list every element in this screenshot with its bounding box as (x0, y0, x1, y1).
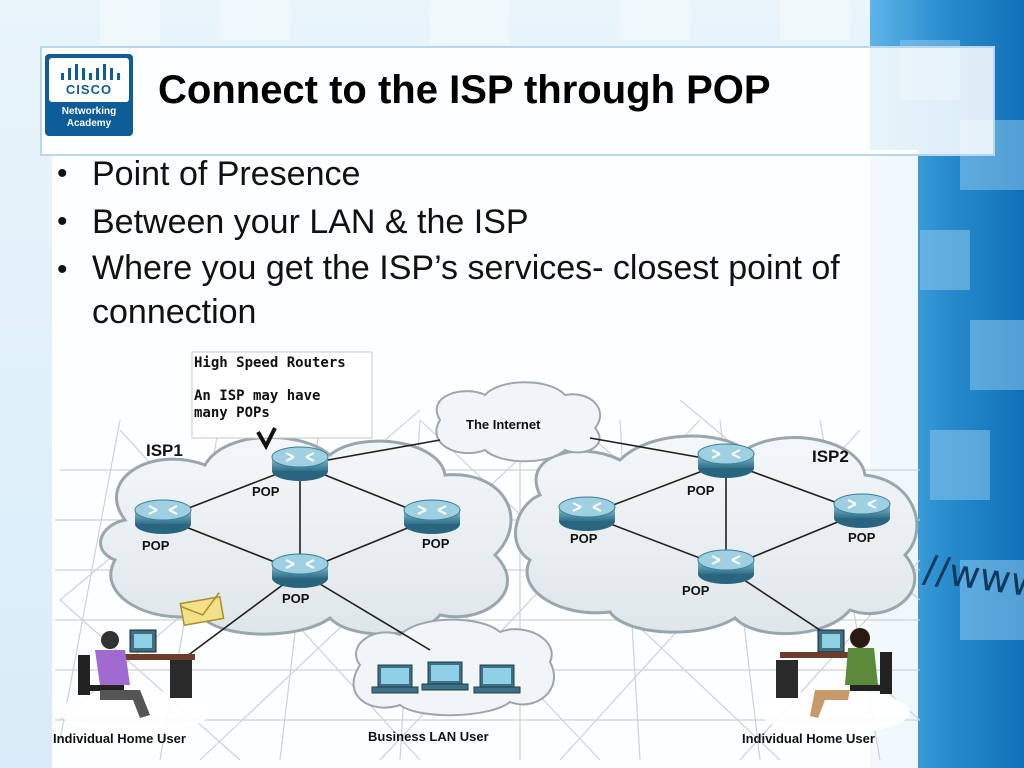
isp2-cloud (514, 434, 919, 635)
business-computers (371, 661, 521, 694)
pop-label: POP (422, 536, 450, 551)
callout-line2: An ISP may have (194, 388, 320, 404)
cisco-logo: CISCO Networking Academy (43, 52, 135, 138)
slide-title: Connect to the ISP through POP (158, 68, 771, 112)
left-user-label: Individual Home User (53, 731, 186, 746)
router-icon (271, 553, 329, 589)
title-frame (40, 46, 995, 156)
logo-subtitle-line2: Academy (66, 118, 112, 129)
home-user-right (760, 628, 910, 734)
router-icon (403, 499, 461, 535)
logo-badge: CISCO (49, 58, 129, 102)
bullet-item: • Where you get the ISP’s services- close… (55, 246, 985, 334)
router-icon (271, 446, 329, 482)
envelope-icon (179, 592, 225, 627)
router-icon (697, 443, 755, 479)
isp1-label: ISP1 (146, 441, 183, 460)
bullet-text: Where you get the ISP’s services- closes… (92, 249, 840, 331)
home-user-left (60, 629, 210, 734)
pop-label: POP (687, 483, 715, 498)
logo-subtitle-line1: Networking (61, 106, 117, 117)
router-icon (833, 493, 891, 529)
isp1-cloud (99, 435, 513, 636)
pop-label: POP (252, 484, 280, 499)
router-icon (558, 496, 616, 532)
cisco-bars-icon (61, 64, 120, 80)
pop-label: POP (142, 538, 170, 553)
pop-label: POP (570, 531, 598, 546)
callout-line3: many POPs (194, 405, 270, 421)
bullet-text: Point of Presence (92, 155, 361, 193)
pop-label: POP (282, 591, 310, 606)
bullet-text: Between your LAN & the ISP (92, 203, 529, 241)
logo-subtitle: Networking Academy (45, 106, 133, 130)
bullet-item: • Point of Presence (55, 150, 985, 198)
isp2-label: ISP2 (812, 447, 849, 466)
bullet-dot-icon: • (57, 157, 68, 190)
right-user-label: Individual Home User (742, 731, 875, 746)
callout-arrow-icon (256, 427, 277, 451)
callout-box: High Speed Routers An ISP may have many … (191, 351, 373, 439)
callout-line1: High Speed Routers (194, 355, 346, 371)
internet-cloud (435, 381, 602, 463)
pop-label: POP (682, 583, 710, 598)
router-icon (134, 499, 192, 535)
bullet-item: • Between your LAN & the ISP (55, 198, 985, 246)
pop-label: POP (848, 530, 876, 545)
bullet-dot-icon: • (57, 253, 68, 286)
internet-label: The Internet (466, 417, 541, 432)
router-icon (697, 549, 755, 585)
business-label: Business LAN User (368, 729, 489, 744)
bullet-dot-icon: • (57, 205, 68, 238)
bullet-list: • Point of Presence • Between your LAN & t… (55, 150, 985, 334)
logo-brand: CISCO (65, 82, 113, 97)
